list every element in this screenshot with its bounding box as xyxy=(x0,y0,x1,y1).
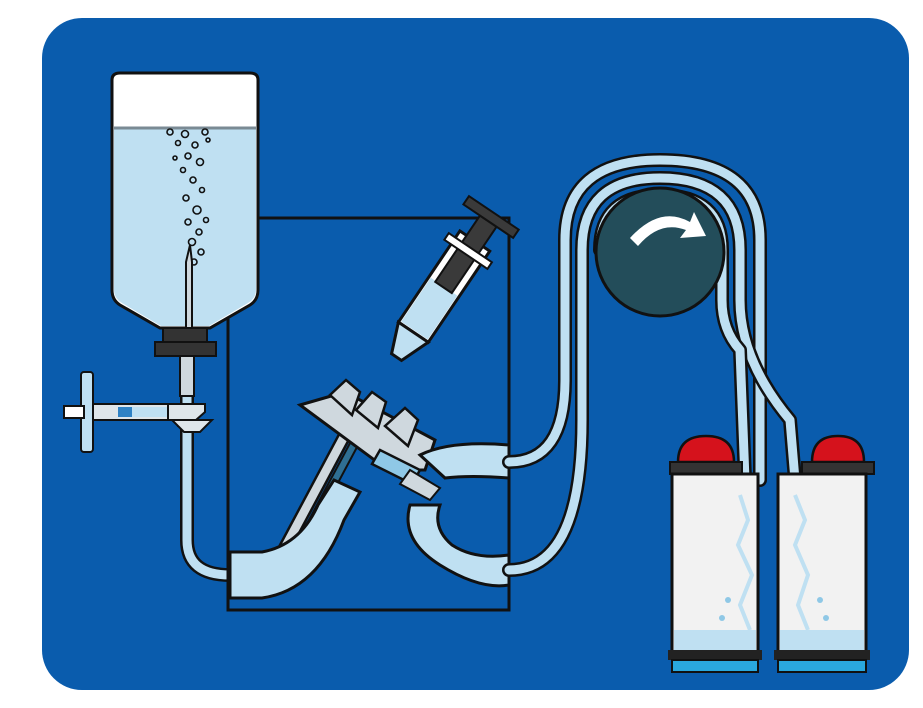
rotation-arrow-icon xyxy=(630,212,706,246)
irrigation-bottle-icon xyxy=(110,71,260,331)
collection-canister-right xyxy=(774,434,875,673)
inflow-tube-curve xyxy=(228,478,363,600)
collection-canister-left xyxy=(668,434,762,673)
aspiration-tube-curve xyxy=(406,442,511,588)
peristaltic-pump-icon xyxy=(594,186,726,318)
bubbles xyxy=(166,128,211,266)
inflow-tubing xyxy=(180,383,237,582)
bottle-cap-icon xyxy=(154,327,217,397)
instrument-syringe-icon xyxy=(389,194,521,363)
surgical-field-box xyxy=(226,216,511,612)
stopcock-syringe-icon xyxy=(63,371,215,453)
